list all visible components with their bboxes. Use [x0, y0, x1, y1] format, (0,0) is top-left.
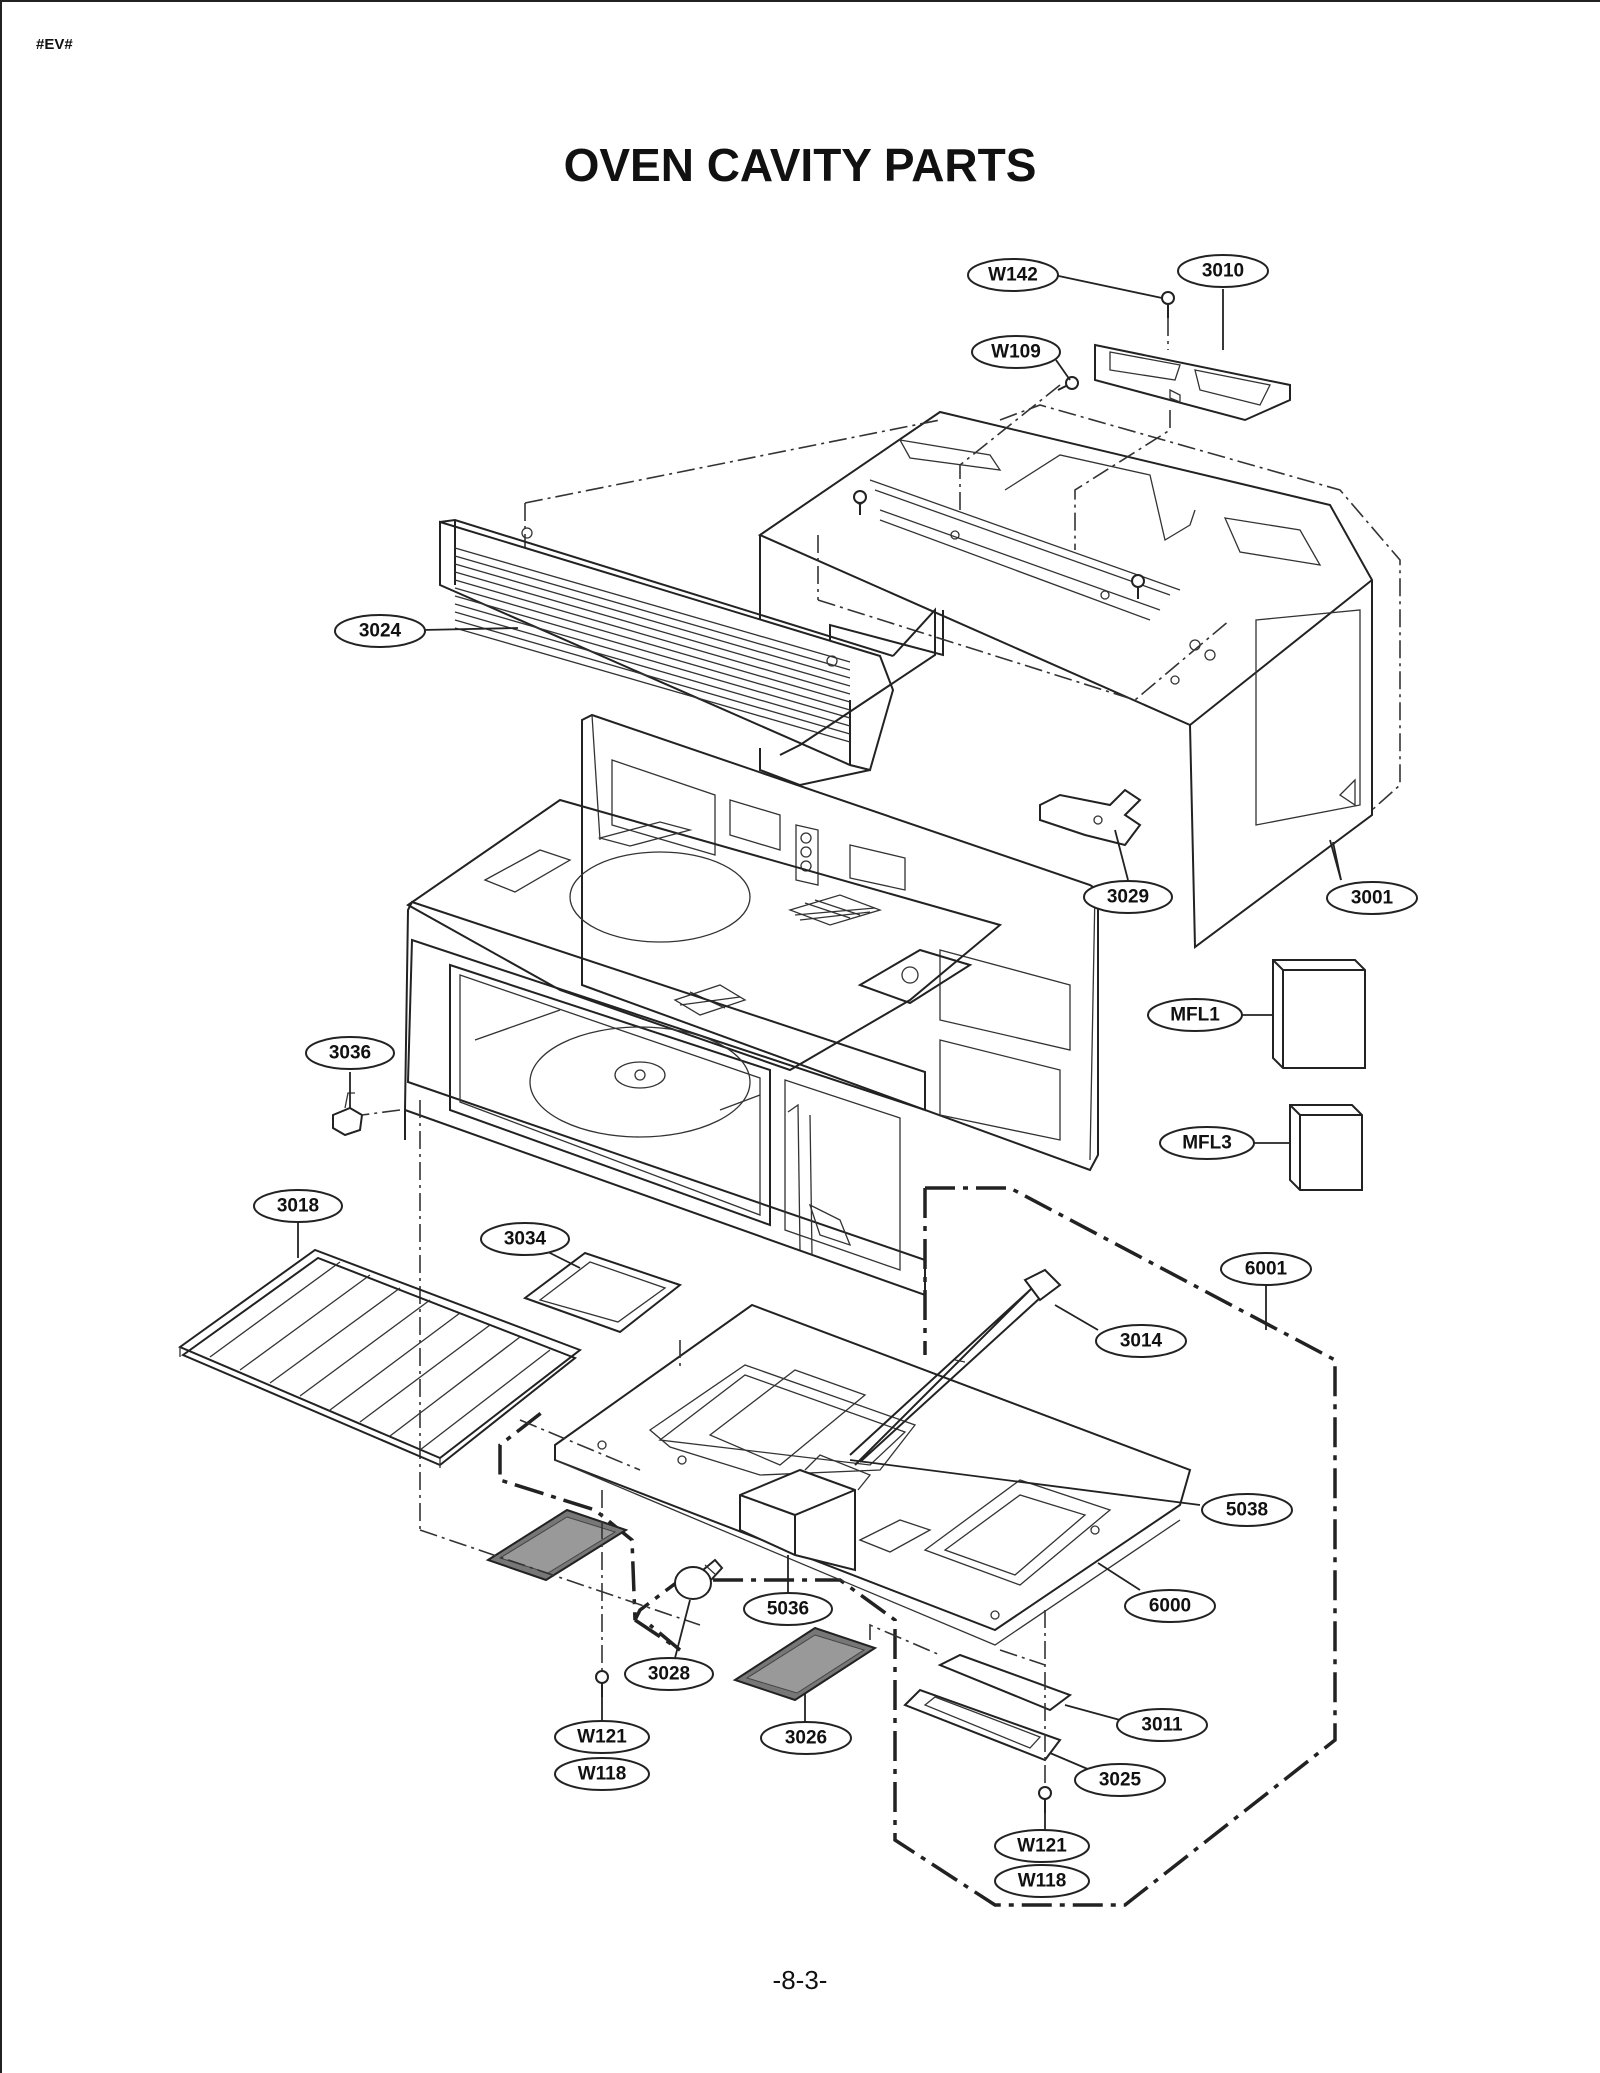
lens-3011: [937, 1653, 1073, 1712]
part-label-6001: 6001: [1220, 1252, 1312, 1286]
document-code: #EV#: [36, 36, 73, 53]
label-text: 6001: [1245, 1259, 1288, 1280]
part-label-3034: 3034: [480, 1222, 570, 1256]
manual-mfl3: [1289, 1104, 1363, 1191]
manual-mfl1: [1272, 959, 1366, 1069]
label-text: 3018: [277, 1196, 319, 1217]
part-label-3018: 3018: [253, 1189, 343, 1223]
screw-w109: [1057, 376, 1079, 391]
cover-3034: [522, 1251, 683, 1334]
label-text: 3025: [1099, 1770, 1142, 1791]
part-label-3011: 3011: [1116, 1708, 1208, 1742]
label-text: W121: [577, 1727, 627, 1748]
part-label-3001: 3001: [1326, 881, 1418, 915]
label-text: 3034: [504, 1229, 547, 1250]
label-text: 5036: [767, 1599, 809, 1620]
part-label-3010: 3010: [1177, 254, 1269, 288]
screw-w142: [1161, 291, 1175, 318]
label-text: 6000: [1149, 1596, 1191, 1617]
part-label-5036: 5036: [743, 1592, 833, 1626]
vent-grille-3024: [439, 518, 936, 787]
inner-cavity: [403, 713, 1099, 1297]
bracket-3029: [1039, 788, 1142, 847]
part-label-w118-left: W118: [554, 1757, 650, 1791]
label-text: 3010: [1202, 261, 1244, 282]
page-title: OVEN CAVITY PARTS: [563, 139, 1037, 191]
page-number: -8-3-: [772, 1965, 828, 1995]
part-label-w109: W109: [971, 335, 1061, 369]
screw-w121-left: [595, 1670, 609, 1697]
grease-filter-3026: [732, 1626, 878, 1702]
part-label-w118-right: W118: [994, 1864, 1090, 1898]
part-label-3036: 3036: [305, 1036, 395, 1070]
label-text: 3026: [785, 1728, 827, 1749]
part-label-w121-left: W121: [554, 1720, 650, 1754]
mounting-plate-3010: [1094, 343, 1291, 422]
label-text: 3029: [1107, 887, 1149, 908]
label-text: 5038: [1226, 1500, 1268, 1521]
label-text: W118: [578, 1764, 627, 1785]
part-label-w121-right: W121: [994, 1829, 1090, 1863]
part-label-3026: 3026: [760, 1721, 852, 1755]
label-text: W142: [988, 265, 1038, 286]
label-text: 3028: [648, 1664, 690, 1685]
label-text: 3036: [329, 1043, 371, 1064]
part-label-3014: 3014: [1095, 1324, 1187, 1358]
grease-filter-left: [485, 1508, 629, 1582]
part-label-5038: 5038: [1201, 1493, 1293, 1527]
part-label-mfl3: MFL3: [1159, 1126, 1255, 1160]
wire-harness-3014: [849, 1268, 1062, 1466]
label-text: 3001: [1351, 888, 1394, 909]
label-text: MFL3: [1182, 1133, 1232, 1154]
lamp-housing-5036: [739, 1454, 872, 1572]
label-text: 3011: [1141, 1715, 1183, 1736]
leader-lines: [297, 274, 1342, 1832]
part-label-3024: 3024: [334, 614, 426, 648]
label-text: W118: [1018, 1871, 1067, 1892]
label-text: W109: [991, 342, 1041, 363]
part-label-3028: 3028: [624, 1657, 714, 1691]
part-label-mfl1: MFL1: [1147, 998, 1243, 1032]
lamp-3028: [674, 1558, 724, 1600]
part-label-w142: W142: [967, 258, 1059, 292]
label-text: W121: [1017, 1836, 1067, 1857]
oven-rack-3018: [177, 1248, 583, 1468]
label-text: MFL1: [1170, 1005, 1220, 1026]
screws-case: [853, 490, 1145, 599]
screw-w121-right: [1038, 1786, 1052, 1813]
thermostat-3036: [332, 1092, 364, 1137]
light-cover-3025: [903, 1688, 1062, 1762]
base-plate-6000: [554, 1303, 1192, 1646]
ceiling-vent-holes: [673, 894, 883, 1016]
label-text: 3014: [1120, 1331, 1163, 1352]
label-text: 3024: [359, 621, 402, 642]
part-label-3025: 3025: [1074, 1763, 1166, 1797]
part-label-3029: 3029: [1083, 880, 1173, 914]
part-label-6000: 6000: [1124, 1589, 1216, 1623]
